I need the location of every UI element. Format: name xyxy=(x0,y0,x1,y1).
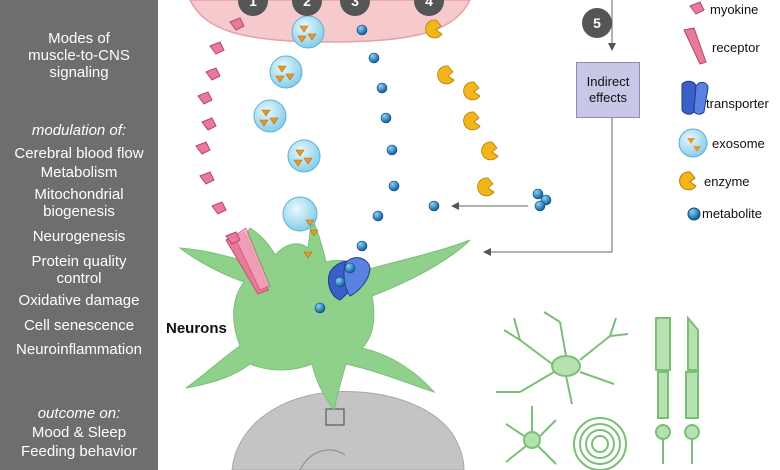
outcome-header: outcome on: xyxy=(37,405,121,422)
step-4-badge: 4 xyxy=(414,0,444,16)
legend-transporter-label: transporter xyxy=(706,96,769,111)
legend-myokine-icon xyxy=(689,1,705,15)
brain-shape xyxy=(231,390,465,470)
modulation-item: Neurogenesis xyxy=(32,228,126,245)
legend-myokine-label: myokine xyxy=(710,2,759,17)
modulation-item: biogenesis xyxy=(43,203,115,220)
indirect-line: effects xyxy=(588,90,628,105)
legend-transporter-icon xyxy=(693,81,709,115)
legend-icons xyxy=(678,1,709,221)
brain-fold xyxy=(299,449,346,470)
modulation-item: Mitochondrial xyxy=(34,186,124,203)
enzyme-pathway xyxy=(425,19,499,197)
step-5-badge: 5 xyxy=(582,8,612,38)
diagram-canvas xyxy=(178,0,709,470)
modulation-item: Cell senescence xyxy=(23,317,135,334)
myokine-pathway xyxy=(195,17,245,245)
step-3-badge: 3 xyxy=(340,0,370,16)
step-1-badge: 1 xyxy=(238,0,268,16)
metabolite-pathway xyxy=(314,24,552,314)
brain-zoom-box xyxy=(325,408,345,426)
modulation-item: Cerebral blood flow xyxy=(14,145,144,162)
modulation-header: modulation of: xyxy=(31,122,127,139)
exosome-pathway xyxy=(253,15,325,259)
outcome-item: Feeding behavior xyxy=(21,443,137,460)
legend-exosome-icon xyxy=(678,128,708,158)
sidebar: Modes of muscle-to-CNS signaling modulat… xyxy=(0,0,158,470)
neurons-label: Neurons xyxy=(166,320,227,337)
modulation-item: control xyxy=(56,270,102,287)
legend-enzyme-label: enzyme xyxy=(704,174,750,189)
arrow-indirect-to-neuron xyxy=(483,118,613,256)
legend-enzyme-icon xyxy=(679,171,697,191)
outcome-item: Mood & Sleep xyxy=(31,424,127,441)
legend-exosome-label: exosome xyxy=(712,136,765,151)
legend-metabolite-label: metabolite xyxy=(702,206,762,221)
sidebar-title-line: muscle-to-CNS xyxy=(28,47,130,64)
sidebar-title-line: signaling xyxy=(49,64,109,81)
receptor-shape xyxy=(233,227,271,291)
modulation-item: Neuroinflammation xyxy=(16,341,142,358)
legend-receptor-icon xyxy=(683,27,707,65)
step-2-badge: 2 xyxy=(292,0,322,16)
modulation-item: Oxidative damage xyxy=(18,292,140,309)
glial-cells xyxy=(496,311,700,470)
neuron-body xyxy=(178,216,471,412)
legend-receptor-label: receptor xyxy=(712,40,760,55)
sidebar-title-line: Modes of xyxy=(48,30,110,47)
modulation-item: Metabolism xyxy=(40,164,118,181)
modulation-item: Protein quality xyxy=(31,253,127,270)
indirect-line: Indirect xyxy=(586,74,630,89)
legend-metabolite-icon xyxy=(687,207,701,221)
